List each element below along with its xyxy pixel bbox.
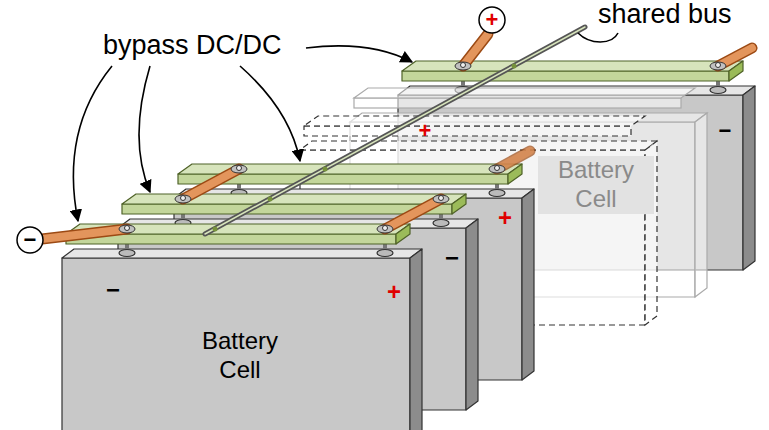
bus-contact [512, 64, 517, 69]
ghost-board [354, 98, 681, 108]
converter-board-top [402, 61, 743, 71]
copper-strap [385, 199, 441, 229]
ghost-board [304, 116, 645, 126]
converter-board-side [452, 194, 466, 214]
battery-cell: Battery Cell [70, 270, 410, 430]
bolt-head [237, 166, 242, 171]
bolt-head [383, 226, 388, 231]
nut [175, 195, 191, 203]
ghost-cell [300, 141, 657, 150]
bus-contact [213, 227, 218, 232]
cell-label: Battery Cell [538, 156, 654, 214]
copper-strap [385, 199, 441, 229]
bolt-head [495, 166, 500, 171]
copper-strap [183, 169, 239, 199]
nut [119, 250, 135, 257]
battery-cell: Battery Cell [530, 150, 662, 220]
polarity-sign: + [387, 280, 401, 304]
bus-contact [268, 197, 273, 202]
copper-strap [463, 34, 488, 66]
converter-board [402, 71, 729, 81]
cell-front-face [62, 258, 410, 430]
nut [433, 220, 449, 227]
bolt-head [181, 196, 186, 201]
nut [433, 195, 449, 203]
polarity-sign: + [498, 206, 512, 230]
terminal-sign: + [486, 9, 499, 31]
copper-strap [42, 229, 127, 239]
nut [377, 225, 393, 233]
copper-strap [42, 229, 127, 239]
cell-side-face [410, 249, 422, 430]
bolt-head [125, 226, 130, 231]
converter-board-top [122, 194, 466, 204]
nut [710, 87, 726, 94]
bolt-head [716, 63, 721, 68]
bolt-head [461, 63, 466, 68]
copper-strap [183, 169, 239, 199]
nut [119, 225, 135, 233]
polarity-sign: − [719, 120, 732, 142]
terminal-circle [17, 227, 43, 253]
nut [489, 190, 505, 197]
terminal-circle [479, 7, 505, 33]
bolt-head [439, 196, 444, 201]
cell-side-face [466, 219, 478, 410]
nut [377, 250, 393, 257]
leader-arrow [240, 66, 300, 161]
leader-arrow [306, 46, 412, 62]
terminal-sign: − [24, 229, 37, 251]
leader-line [578, 33, 618, 42]
leader-arrow [139, 66, 150, 192]
cell-side-face [522, 189, 534, 380]
bus-label: shared bus [598, 1, 732, 28]
nut [231, 165, 247, 173]
leader-arrow [73, 66, 112, 221]
copper-strap [463, 34, 488, 66]
polarity-sign: − [445, 246, 459, 270]
cell-side-face [743, 86, 755, 270]
converter-board [122, 204, 452, 214]
ghost-board [354, 88, 695, 98]
polarity-sign: − [106, 278, 120, 302]
ghost-cell [695, 113, 707, 297]
bus-contact [323, 167, 328, 172]
cell-label: Battery Cell [182, 327, 298, 385]
converter-label: bypass DC/DC [103, 32, 282, 59]
cell-top-face [62, 249, 422, 258]
nut [455, 62, 471, 70]
ghost-board [304, 126, 631, 136]
nut [489, 165, 505, 173]
polarity-sign: + [419, 120, 432, 142]
nut [710, 62, 726, 70]
